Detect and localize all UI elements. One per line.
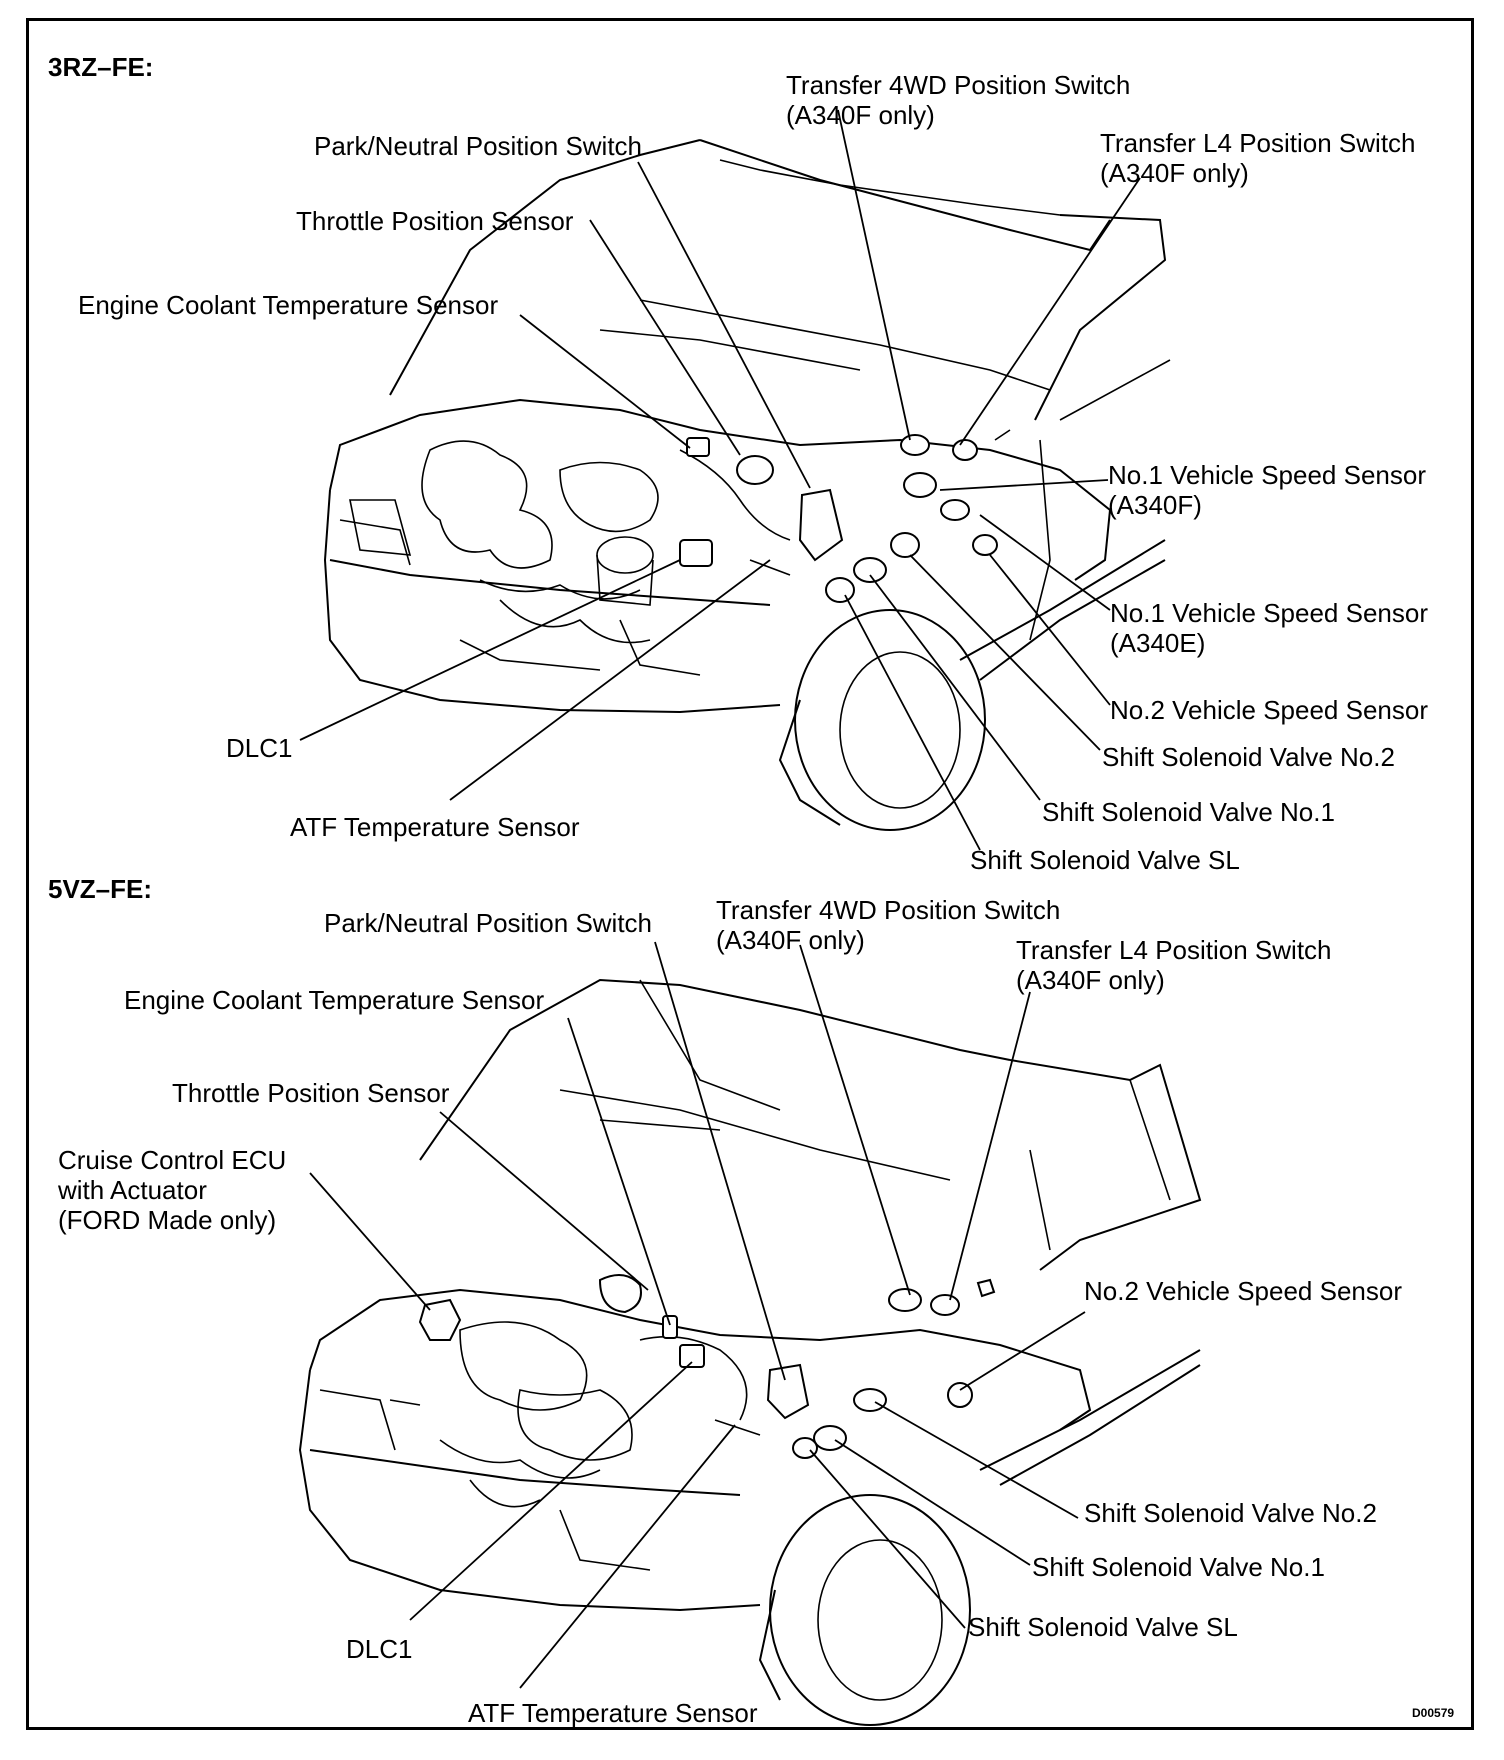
label-engine-coolant-temp-sensor-3rz: Engine Coolant Temperature Sensor [78,290,499,320]
label-shift-solenoid-no2-3rz: Shift Solenoid Valve No.2 [1102,742,1395,772]
figure-code: D00579 [1412,1706,1455,1720]
label-no2-vss-5vz: No.2 Vehicle Speed Sensor [1084,1276,1402,1306]
label-transfer-l4-switch-3rz: Transfer L4 Position Switch (A340F only) [1100,128,1416,188]
label-atf-temp-sensor-3rz: ATF Temperature Sensor [290,812,580,842]
label-engine-coolant-temp-sensor-5vz: Engine Coolant Temperature Sensor [124,985,545,1015]
label-dlc1-5vz: DLC1 [346,1634,413,1664]
vehicle-3rz-fe [299,109,1171,851]
label-atf-temp-sensor-5vz: ATF Temperature Sensor [468,1698,758,1728]
label-shift-solenoid-no2-5vz: Shift Solenoid Valve No.2 [1084,1498,1377,1528]
label-transfer-4wd-switch-5vz: Transfer 4WD Position Switch (A340F only… [716,895,1061,955]
label-cruise-control-ecu-5vz: Cruise Control ECU with Actuator (FORD M… [58,1145,287,1235]
label-transfer-l4-switch-5vz: Transfer L4 Position Switch (A340F only) [1016,935,1332,995]
label-shift-solenoid-no1-5vz: Shift Solenoid Valve No.1 [1032,1552,1325,1582]
label-transfer-4wd-switch-3rz: Transfer 4WD Position Switch (A340F only… [786,70,1131,130]
label-park-neutral-switch-5vz: Park/Neutral Position Switch [324,908,653,938]
label-no1-vss-a340f-3rz: No.1 Vehicle Speed Sensor (A340F) [1108,460,1426,520]
label-shift-solenoid-sl-3rz: Shift Solenoid Valve SL [970,845,1240,875]
section-header-5vz-fe: 5VZ–FE: [48,874,153,904]
label-throttle-position-sensor-3rz: Throttle Position Sensor [296,206,574,236]
label-throttle-position-sensor-5vz: Throttle Position Sensor [172,1078,450,1108]
diagram-frame [26,18,1474,1730]
label-park-neutral-switch-3rz: Park/Neutral Position Switch [314,131,643,161]
section-header-3rz-fe: 3RZ–FE: [48,52,154,82]
vehicle-5vz-fe [298,941,1202,1726]
label-dlc1-3rz: DLC1 [226,733,293,763]
label-no1-vss-a340e-3rz: No.1 Vehicle Speed Sensor (A340E) [1110,598,1428,658]
label-shift-solenoid-no1-3rz: Shift Solenoid Valve No.1 [1042,797,1335,827]
label-shift-solenoid-sl-5vz: Shift Solenoid Valve SL [968,1612,1238,1642]
label-no2-vss-3rz: No.2 Vehicle Speed Sensor [1110,695,1428,725]
